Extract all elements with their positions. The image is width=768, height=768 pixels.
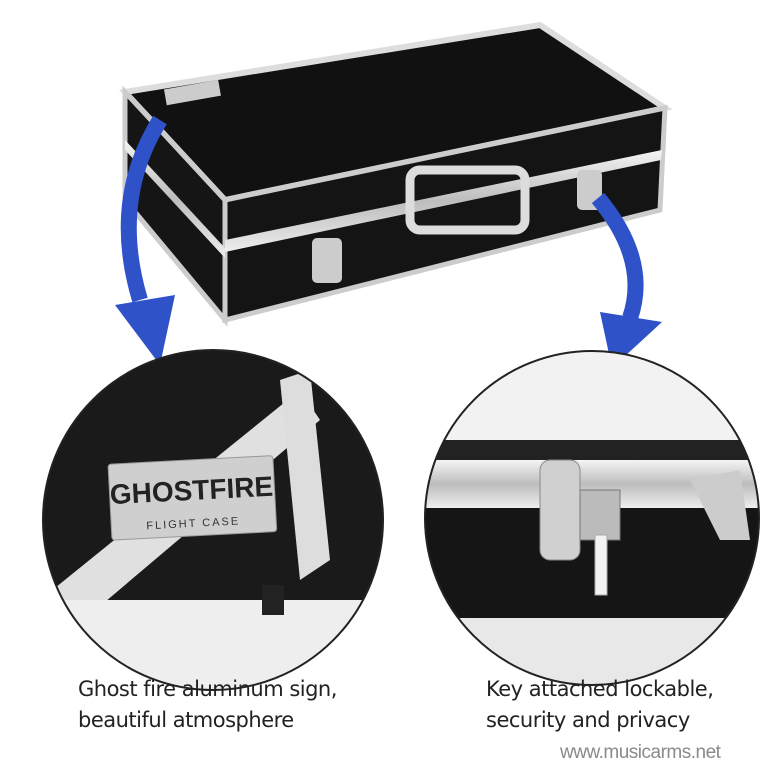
- flight-case: [118, 21, 673, 327]
- caption-right-line-1: Key attached lockable,: [486, 677, 714, 701]
- arrow-left: [120, 115, 167, 303]
- caption-left-line-1: Ghost fire aluminum sign,: [78, 677, 337, 701]
- arrow-right: [591, 192, 644, 321]
- caption-right-line-2: security and privacy: [486, 708, 690, 732]
- handle: [405, 165, 530, 235]
- latch: [312, 238, 342, 283]
- detail-circle-logo: GHOSTFIRE FLIGHT CASE: [42, 349, 384, 691]
- caption-left: Ghost fire aluminum sign, beautiful atmo…: [78, 674, 337, 736]
- caption-left-line-2: beautiful atmosphere: [78, 708, 294, 732]
- detail-circle-lock: [424, 350, 760, 686]
- key: [594, 534, 608, 596]
- logo-plate-sub: FLIGHT CASE: [146, 515, 240, 532]
- logo-badge-small: [163, 79, 221, 106]
- arrow-left-head: [115, 295, 175, 365]
- lock-latch: [539, 459, 581, 561]
- logo-plate: [107, 455, 278, 541]
- caption-right: Key attached lockable, security and priv…: [486, 674, 714, 736]
- watermark: www.musicarms.net: [560, 742, 721, 763]
